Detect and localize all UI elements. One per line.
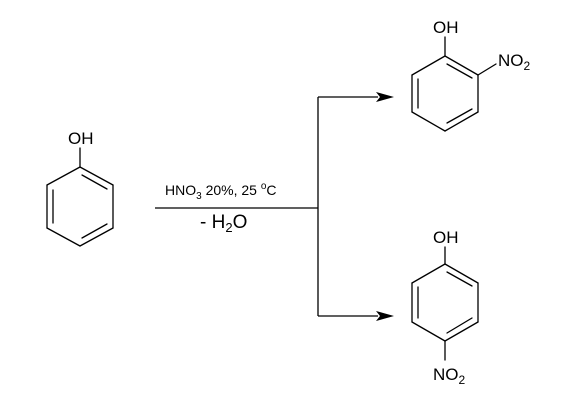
byproduct-water-label: - H2O xyxy=(200,212,247,235)
product-ortho-nitrophenol: OH NO2 xyxy=(411,18,531,132)
arrow-head-bottom xyxy=(376,311,394,321)
reaction-arrow xyxy=(155,92,394,321)
reactant-phenol: OH xyxy=(46,129,114,247)
product-para-nitrophenol: OH NO2 xyxy=(411,228,479,387)
reactant-hydroxyl-label: OH xyxy=(68,129,94,148)
reactant-benzene-ring xyxy=(46,147,114,247)
para-nitro-label: NO2 xyxy=(433,365,466,387)
para-hydroxyl-label: OH xyxy=(433,228,459,247)
ortho-nitro-label: NO2 xyxy=(498,51,531,73)
reaction-conditions-label: HNO3 20%, 25 oC xyxy=(165,181,277,202)
para-benzene-ring xyxy=(411,246,479,361)
ortho-benzene-ring xyxy=(411,36,497,132)
ortho-hydroxyl-label: OH xyxy=(433,18,459,37)
arrow-head-top xyxy=(376,92,394,102)
